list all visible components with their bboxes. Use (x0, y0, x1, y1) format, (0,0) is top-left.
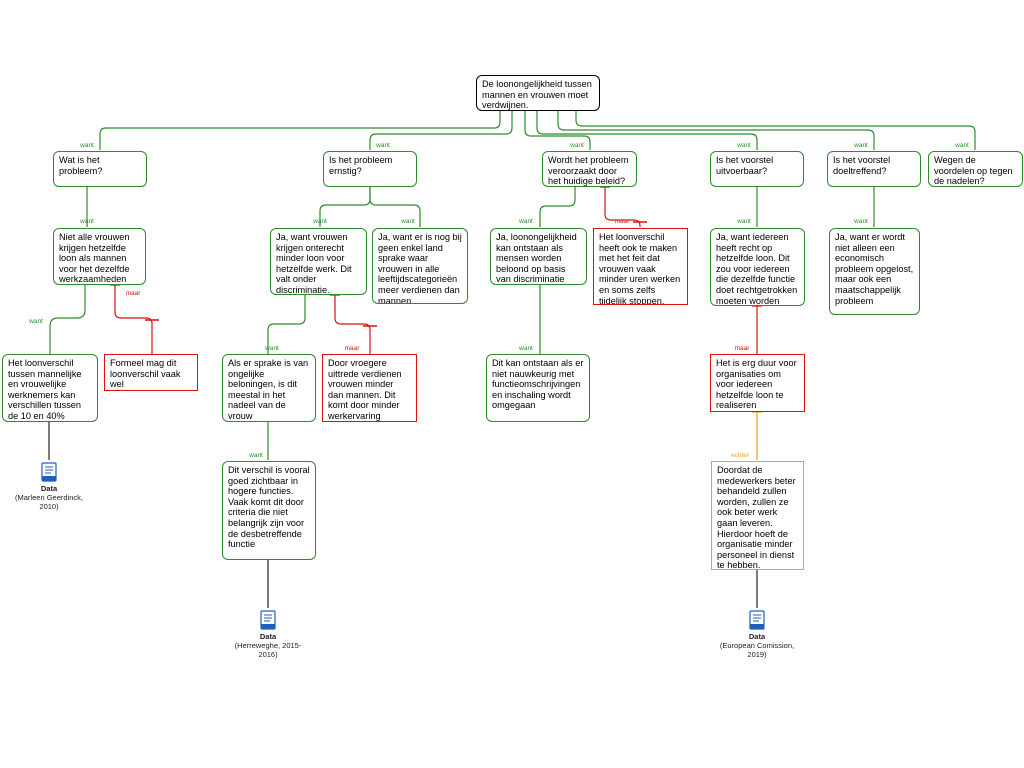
argument-node-discriminatie[interactable]: Ja, want vrouwen krijgen onterecht minde… (270, 228, 367, 295)
data-source-1[interactable]: Data (Marleen Geerdinck, 2010) (9, 462, 89, 511)
argument-node-leeftijd[interactable]: Ja, want er is nog bij geen enkel land s… (372, 228, 468, 304)
link-label-want: want (313, 218, 327, 225)
link-label-want: want (265, 345, 279, 352)
argument-node-maatschappelijk[interactable]: Ja, want er wordt niet alleen een econom… (829, 228, 920, 315)
argument-node-ontstaan[interactable]: Ja, loonongelijkheid kan ontstaan als me… (490, 228, 587, 285)
link-label-want: want (376, 142, 390, 149)
document-icon (749, 610, 765, 630)
argument-node-verschil[interactable]: Het loonverschil tussen mannelijke en vr… (2, 354, 98, 422)
document-icon (260, 610, 276, 630)
argument-node-loon[interactable]: Niet alle vrouwen krijgen hetzelfde loon… (53, 228, 146, 285)
question-node-doeltreffend[interactable]: Is het voorstel doeltreffend? (827, 151, 921, 187)
link-label-maar: maar (734, 345, 750, 352)
rebuttal-node-formeel[interactable]: Formeel mag dit loonverschil vaak wel (104, 354, 198, 391)
data-source-citation: (Marleen Geerdinck, 2010) (15, 493, 83, 511)
link-label-want: want (519, 218, 533, 225)
question-node-ernstig[interactable]: Is het probleem ernstig? (323, 151, 417, 187)
link-label-maar: maar (344, 345, 360, 352)
data-source-title: Data (259, 632, 277, 641)
rebuttal-node-uren[interactable]: Het loonverschil heeft ook te maken met … (593, 228, 688, 305)
link-label-want: want (854, 218, 868, 225)
argument-node-ongelijk[interactable]: Als er sprake is van ongelijke beloninge… (222, 354, 316, 422)
question-node-beleid[interactable]: Wordt het probleem veroorzaakt door het … (542, 151, 637, 187)
argument-node-functie[interactable]: Dit kan ontstaan als er niet nauwkeurig … (486, 354, 590, 422)
rebuttal-node-uittrede[interactable]: Door vroegere uittrede verdienen vrouwen… (322, 354, 417, 422)
link-label-maar: maar (614, 218, 630, 225)
question-node-uitvoerbaar[interactable]: Is het voorstel uitvoerbaar? (710, 151, 804, 187)
data-source-3[interactable]: Data (European Comission, 2019) (717, 610, 797, 659)
link-label-want: want (80, 142, 94, 149)
link-label-want: want (955, 142, 969, 149)
link-label-want: want (29, 318, 43, 325)
link-label-want: want (737, 142, 751, 149)
data-source-citation: (Herreweghe, 2015-2016) (234, 641, 302, 659)
link-label-want: want (737, 218, 751, 225)
data-source-citation: (European Comission, 2019) (719, 641, 795, 659)
link-label-want: want (80, 218, 94, 225)
document-icon (41, 462, 57, 482)
link-label-want: want (249, 452, 263, 459)
argument-node-recht[interactable]: Ja, want iedereen heeft recht op hetzelf… (710, 228, 805, 306)
root-claim-node[interactable]: De loonongelijkheid tussen mannen en vro… (476, 75, 600, 111)
data-source-title: Data (748, 632, 766, 641)
argument-node-hogere-functies[interactable]: Dit verschil is vooral goed zichtbaar in… (222, 461, 316, 560)
question-node-probleem[interactable]: Wat is het probleem? (53, 151, 147, 187)
link-label-want: want (570, 142, 584, 149)
link-label-echter: echter (730, 452, 750, 459)
link-label-want: want (519, 345, 533, 352)
link-label-want: want (854, 142, 868, 149)
link-label-want: want (401, 218, 415, 225)
data-source-title: Data (40, 484, 58, 493)
counter-node-medewerkers[interactable]: Doordat de medewerkers beter behandeld z… (711, 461, 804, 570)
data-source-2[interactable]: Data (Herreweghe, 2015-2016) (228, 610, 308, 659)
question-node-voordelen[interactable]: Wegen de voordelen op tegen de nadelen? (928, 151, 1023, 187)
link-label-maar: maar (125, 290, 141, 297)
rebuttal-node-duur[interactable]: Het is erg duur voor organisaties om voo… (710, 354, 805, 412)
